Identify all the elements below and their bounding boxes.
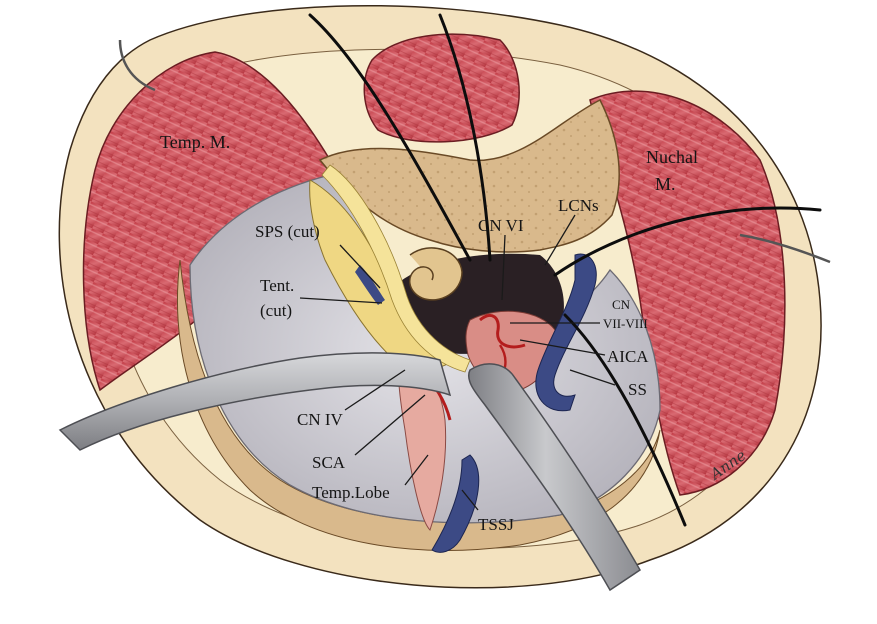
label-sca: SCA xyxy=(312,453,346,472)
label-cn-vi: CN VI xyxy=(478,216,524,235)
sigmoid-sinus xyxy=(535,253,597,412)
label-tent-line1: Tent. xyxy=(260,276,294,295)
label-cn-line2: VII-VIII xyxy=(603,316,648,331)
sps-sinus xyxy=(355,265,385,305)
right-retractor xyxy=(468,363,641,592)
nerve-curl xyxy=(409,247,463,301)
nuchal-muscle xyxy=(589,90,786,496)
label-sps-cut: SPS (cut) xyxy=(255,222,320,241)
hook-right xyxy=(739,233,831,264)
leader-aica xyxy=(519,339,606,356)
leader-sps xyxy=(339,244,381,289)
leader-ss xyxy=(569,369,616,386)
label-aica: AICA xyxy=(607,347,649,366)
suture-1 xyxy=(308,13,472,262)
transverse-sigmoid-junction xyxy=(431,454,480,553)
label-lcns: LCNs xyxy=(558,196,599,215)
label-temp-m: Temp. M. xyxy=(160,132,230,152)
label-cn-iv: CN IV xyxy=(297,410,344,429)
label-tent-line2: (cut) xyxy=(260,301,292,320)
label-nuchal-line2: M. xyxy=(655,174,676,194)
suture-3 xyxy=(553,206,822,277)
bone-lower-rim xyxy=(177,259,661,551)
bone-rim xyxy=(318,98,620,253)
label-cn-line1: CN xyxy=(612,297,631,312)
suture-4 xyxy=(563,313,687,527)
leader-temp-lobe xyxy=(404,454,429,486)
leader-tent xyxy=(299,297,383,304)
nerve-bundle xyxy=(321,164,471,373)
label-tssj: TSSJ xyxy=(478,515,514,534)
left-retractor xyxy=(58,352,452,451)
aica-artery xyxy=(479,314,526,349)
label-temp-lobe: Temp.Lobe xyxy=(312,483,390,502)
top-muscle xyxy=(363,33,520,143)
suture-2 xyxy=(438,13,492,262)
leader-tssj xyxy=(461,489,479,511)
leader-sca xyxy=(354,394,426,456)
leader-cn-iv xyxy=(344,369,406,411)
hook-left xyxy=(118,39,156,92)
label-ss: SS xyxy=(628,380,647,399)
leader-cn-vi xyxy=(501,234,506,301)
label-nuchal-line1: Nuchal xyxy=(646,147,698,167)
leader-lcns xyxy=(544,214,576,266)
